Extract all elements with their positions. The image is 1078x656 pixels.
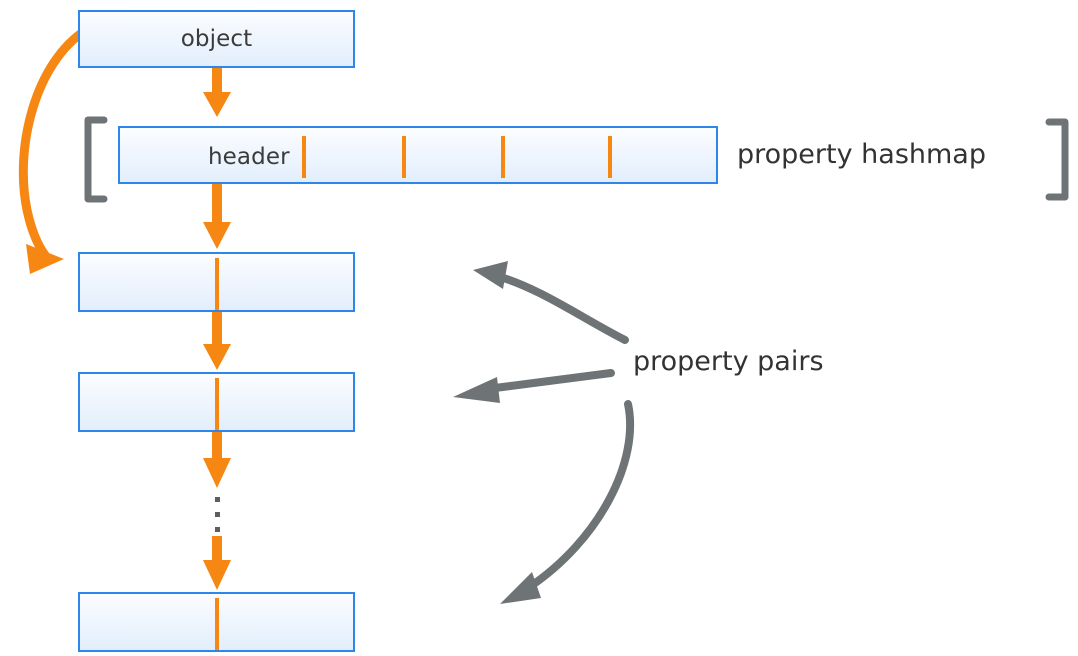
property-pair-box-n[interactable] xyxy=(78,592,355,652)
pair-connector-line-n xyxy=(215,598,219,650)
arrow-object-to-pair1-curved xyxy=(18,25,91,274)
arrow-header-to-pair1 xyxy=(203,184,231,249)
ellipsis-dot-3 xyxy=(215,527,220,532)
hashmap-tick-4 xyxy=(608,136,612,178)
property-pair-box-1[interactable] xyxy=(78,252,355,312)
arrow-pairs-label-to-pair1 xyxy=(473,261,629,344)
pair-connector-line-2 xyxy=(215,378,219,430)
property-pairs-label: property pairs xyxy=(633,346,824,377)
arrow-pairs-label-to-pair2 xyxy=(453,369,615,403)
right-bracket xyxy=(1045,118,1069,201)
property-hashmap-label: property hashmap xyxy=(737,139,986,170)
pair-connector-line-1 xyxy=(215,258,219,310)
hashmap-tick-1 xyxy=(302,136,306,178)
ellipsis-dot-1 xyxy=(215,497,220,502)
hashmap-tick-2 xyxy=(402,136,406,178)
object-box-label: object xyxy=(180,25,253,52)
arrow-pairs-label-to-pairN xyxy=(500,400,635,604)
left-bracket xyxy=(84,116,108,203)
arrow-pair2-to-ellipsis xyxy=(203,432,231,488)
header-box-label: header xyxy=(208,144,290,170)
arrow-ellipsis-to-pairN xyxy=(203,536,231,590)
object-box[interactable]: object xyxy=(78,10,355,68)
ellipsis-dot-2 xyxy=(215,512,220,517)
property-pair-box-2[interactable] xyxy=(78,372,355,432)
arrow-object-to-header xyxy=(203,68,231,117)
arrow-pair1-to-pair2 xyxy=(203,312,231,370)
header-box[interactable]: header xyxy=(118,126,718,184)
hashmap-tick-3 xyxy=(501,136,505,178)
